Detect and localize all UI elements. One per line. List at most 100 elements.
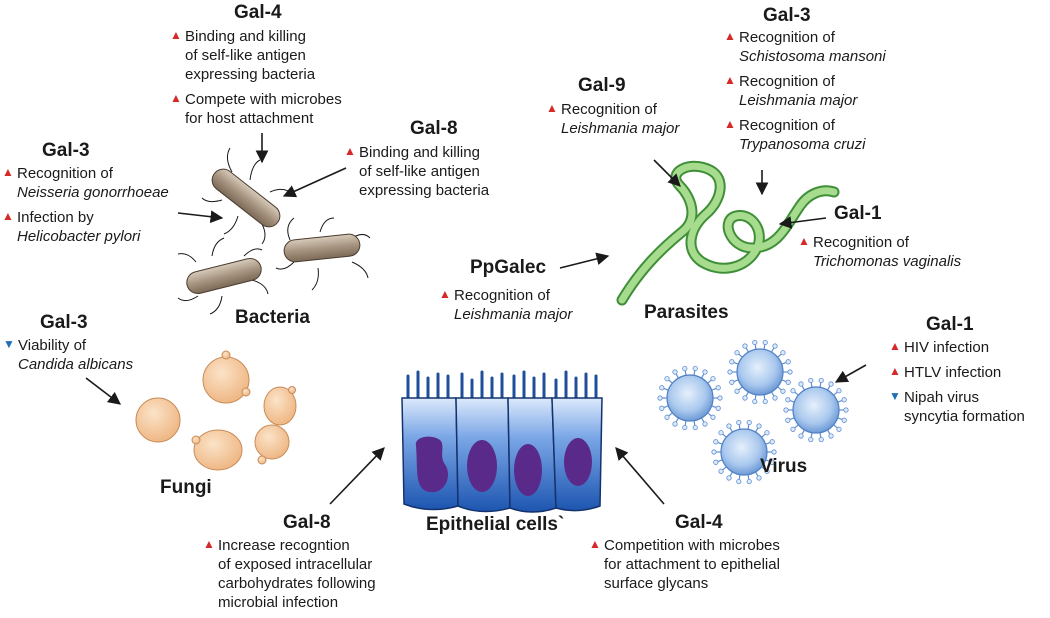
effect-text: Recognition of <box>454 287 550 304</box>
effect-item: ▲HIV infection <box>889 338 1025 357</box>
arrow-gal1-to-virus <box>834 364 867 383</box>
effect-item: ▲Recognition of Trichomonas vaginalis <box>798 233 961 271</box>
bacterium-3 <box>186 257 262 295</box>
effect-text: Recognition of <box>739 29 835 46</box>
effect-text: Recognition of <box>813 234 909 251</box>
effect-text: carbohydrates following <box>218 575 376 592</box>
effect-item: ▲Recognition of Leishmania major <box>724 72 886 110</box>
fungi-label: Fungi <box>160 477 212 498</box>
arrows <box>85 133 867 505</box>
effect-text: Compete with microbes <box>185 91 342 108</box>
arrow-gal3-to-fungi <box>85 377 122 405</box>
gal4-top-title: Gal-4 <box>234 2 282 23</box>
virion-4 <box>711 419 777 485</box>
bacterium-2 <box>283 233 361 263</box>
virion-1 <box>657 365 723 431</box>
increase-arrow-icon: ▲ <box>724 73 736 87</box>
increase-arrow-icon: ▲ <box>798 234 810 248</box>
organism-species-name: Neisseria gonorrhoeae <box>17 184 169 201</box>
increase-arrow-icon: ▲ <box>170 91 182 105</box>
increase-arrow-icon: ▲ <box>589 537 601 551</box>
gal3-bacteria-title: Gal-3 <box>42 140 90 161</box>
increase-arrow-icon: ▲ <box>889 339 901 353</box>
increase-arrow-icon: ▲ <box>2 209 14 223</box>
increase-arrow-icon: ▲ <box>724 117 736 131</box>
organism-species-name: Trichomonas vaginalis <box>813 253 962 270</box>
increase-arrow-icon: ▲ <box>724 29 736 43</box>
effect-text: Recognition of <box>739 73 835 90</box>
effect-text: Binding and killing <box>185 28 306 45</box>
effect-item: ▲HTLV infection <box>889 363 1025 382</box>
effect-text: expressing bacteria <box>185 66 316 83</box>
fungi-illustration <box>135 350 297 471</box>
effect-item: ▲Compete with microbes for host attachmen… <box>170 90 342 128</box>
increase-arrow-icon: ▲ <box>2 165 14 179</box>
effect-text: Nipah virus <box>904 389 980 406</box>
arrow-gal3-to-bacteria <box>177 210 224 224</box>
effect-text: surface glycans <box>604 575 709 592</box>
effect-text: Recognition of <box>739 117 835 134</box>
gal8-top-effects: ▲Binding and killing of self-like antigen… <box>344 143 489 206</box>
virus-label: Virus <box>760 456 808 477</box>
epithelial-cells-illustration <box>401 370 603 513</box>
decrease-arrow-icon: ▼ <box>889 389 901 403</box>
effect-item: ▲Recognition of Neisseria gonorrhoeae <box>2 164 169 202</box>
effect-text: Recognition of <box>561 101 657 118</box>
organism-species-name: Leishmania major <box>561 120 680 137</box>
effect-text: Infection by <box>17 209 94 226</box>
arrow-gal4-to-epithelium <box>615 447 665 505</box>
virion-3 <box>783 377 849 443</box>
ppgalec-effects: ▲Recognition of Leishmania major <box>439 286 572 330</box>
effect-text: Binding and killing <box>359 144 480 161</box>
arrow-ppgalec-to-parasite <box>559 252 610 269</box>
organism-species-name: Candida albicans <box>18 356 134 373</box>
increase-arrow-icon: ▲ <box>170 28 182 42</box>
parasites-label: Parasites <box>644 302 729 323</box>
bacteria-label: Bacteria <box>235 307 310 328</box>
epithelial-cells-label: Epithelial cells` <box>426 514 565 535</box>
gal1-virus-title: Gal-1 <box>926 314 974 335</box>
effect-text: of self-like antigen <box>359 163 480 180</box>
effect-text: expressing bacteria <box>359 182 490 199</box>
bacterium-1 <box>211 168 281 228</box>
bacteria-illustration <box>177 147 371 315</box>
arrow-gal9-to-parasite <box>653 159 681 187</box>
effect-text: microbial infection <box>218 594 339 611</box>
effect-text: Competition with microbes <box>604 537 780 554</box>
effect-item: ▼Nipah virus syncytia formation <box>889 388 1025 426</box>
organism-species-name: Schistosoma mansoni <box>739 48 886 65</box>
virus-illustration <box>657 339 849 485</box>
effect-text: Recognition of <box>17 165 113 182</box>
parasite-illustration <box>616 160 840 306</box>
gal4-bottom-title: Gal-4 <box>675 512 723 533</box>
increase-arrow-icon: ▲ <box>203 537 215 551</box>
effect-text: for host attachment <box>185 110 314 127</box>
effect-text: syncytia formation <box>904 408 1025 425</box>
organism-species-name: Leishmania major <box>454 306 573 323</box>
increase-arrow-icon: ▲ <box>439 287 451 301</box>
gal3-fungi-title: Gal-3 <box>40 312 88 333</box>
increase-arrow-icon: ▲ <box>344 144 356 158</box>
arrow-gal8-to-epithelium <box>329 447 385 505</box>
organism-species-name: Leishmania major <box>739 92 858 109</box>
ppgalec-title: PpGalec <box>470 257 547 278</box>
arrow-gal1-to-parasite <box>778 216 827 229</box>
effect-text: HTLV infection <box>904 364 1002 381</box>
gal1-virus-effects: ▲HIV infection▲HTLV infection▼Nipah viru… <box>889 338 1025 432</box>
virion-2 <box>727 339 793 405</box>
gal8-top-title: Gal-8 <box>410 118 458 139</box>
gal8-bottom-title: Gal-8 <box>283 512 331 533</box>
effect-text: of exposed intracellular <box>218 556 373 573</box>
